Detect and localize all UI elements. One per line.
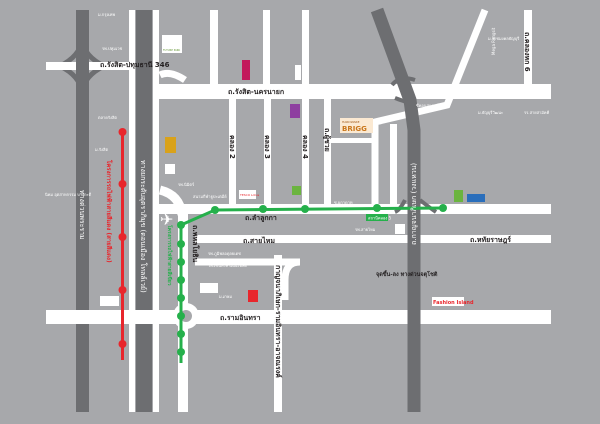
station-sign-label: สถานีคลอง 5: [368, 216, 392, 221]
tesco-logo-2: [200, 283, 218, 293]
road-v2: [263, 10, 270, 90]
fashion-island-logo: [432, 297, 464, 306]
place-rajamangala[interactable]: ม.ราชมงคลธัญบุรี: [488, 36, 520, 42]
airplane-icon: ✈: [160, 210, 173, 229]
place-stadium[interactable]: สนามกีฬาธูปะเตมีย์: [193, 194, 227, 200]
green-station[interactable]: [211, 206, 219, 214]
road-khlong2: [229, 95, 236, 210]
road-frontage-left: [129, 10, 135, 412]
brigg-logo: [340, 118, 373, 133]
place-rangsit-uni[interactable]: ม.รังสิต: [95, 147, 108, 152]
place-mega-rangsit[interactable]: Mega Rangsit: [491, 27, 496, 55]
makro-logo: [248, 290, 258, 302]
red-station[interactable]: [118, 180, 127, 188]
label-lamlukka: ถ.ลำลูกกา: [245, 214, 277, 223]
green-station[interactable]: [177, 276, 185, 284]
green-station[interactable]: [439, 204, 447, 212]
place-bhumibol-hospital[interactable]: รพ.ภูมิพลอดุลยเดช: [208, 251, 241, 257]
place-soi[interactable]: ซ.ผูกาดาท: [334, 200, 353, 206]
brigg-text: BRIGG: [342, 125, 367, 133]
brigg-top-text: HARDWARE: [342, 120, 360, 124]
green-station[interactable]: [301, 205, 309, 213]
label-expressway-left: ทางด่วนพระราม: [78, 190, 86, 240]
label-rangsit-nakhonnayok: ถ.รังสิต-นครนายก: [228, 88, 284, 96]
label-khlong2: คลอง 2: [228, 135, 236, 159]
fashion-island-text: Fashion Island: [433, 300, 474, 306]
seal-logo: [395, 224, 405, 234]
station-sign: [366, 214, 388, 221]
green-station[interactable]: [177, 330, 185, 338]
future-park-logo: [162, 35, 182, 53]
road-rangsit-nakhonnayok: [159, 84, 551, 99]
place-school[interactable]: รร.สายสามัคคี: [524, 110, 550, 115]
lotus-logo: [290, 104, 300, 118]
road-saimai: [195, 235, 551, 243]
label-green-line: โครงการรถไฟฟ้าสายสีเขียว: [166, 224, 173, 286]
road-khlong5: [390, 124, 397, 210]
homepro-logo: [454, 190, 463, 202]
road-khlong6: [524, 10, 532, 90]
label-tollway: ทางยกระดับอุตราภิมุข (ดอนเมือง โทลล์เวย์…: [139, 160, 148, 293]
green-station[interactable]: [177, 348, 185, 356]
road-ramintra: [46, 310, 551, 324]
green-station[interactable]: [177, 294, 185, 302]
place-industrial-estate[interactable]: นิคม อุตสาหกรรม บางกะดี: [45, 192, 92, 198]
place-seacon[interactable]: ซีคอนสแควร์: [416, 103, 440, 108]
place-nimit-hospital[interactable]: รพ.นิมิตร์: [178, 182, 195, 187]
place-hospital-2[interactable]: รพ.เซ็นทรัล แนนรอล์ด: [208, 262, 247, 268]
airline-logo: [100, 296, 119, 306]
place-krungthep-uni[interactable]: ม.กรุงเทพ: [98, 12, 115, 18]
place-rangsit-market[interactable]: ตลาดรังสิต: [98, 115, 117, 120]
shop-logo: [242, 60, 250, 80]
green-station[interactable]: [259, 205, 267, 213]
label-rangsit-pathum: ถ.รังสิต-ปทุมธานี 346: [100, 61, 170, 69]
place-patum-hospital[interactable]: รพ.ปทุมเวช: [102, 46, 122, 52]
tesco-logo: [239, 190, 256, 199]
green-station[interactable]: [373, 204, 381, 212]
red-station[interactable]: [118, 233, 127, 241]
tesco-logo-small: [295, 65, 301, 80]
green-station[interactable]: [177, 240, 185, 248]
places: ม.กรุงเทพ รพ.ปทุมเวช ตลาดรังสิต ม.รังสิต…: [45, 12, 550, 299]
future-park-text: FUTURE PARK: [163, 48, 181, 52]
red-line-stations: [118, 128, 127, 348]
label-khlong4: คลอง 4: [301, 135, 309, 159]
major-logo: [165, 137, 176, 153]
road-khlong4: [302, 10, 309, 210]
label-saimai: ถ.สายไหม: [243, 236, 275, 245]
red-line: [121, 132, 124, 360]
green-line-stations: [177, 204, 447, 356]
red-station[interactable]: [118, 128, 127, 136]
label-kanchanaphisek-ramintra: กาญจนาภิเษก-รามอินทรา-อาจณรงค์: [274, 265, 283, 378]
road-kanchanaphisek-ramintra: [274, 255, 282, 412]
label-hathairat: ถ.หทัยราษฎร์: [470, 235, 511, 244]
label-khlong3: คลอง 3: [263, 135, 271, 159]
z-logo: [165, 164, 175, 174]
place-university[interactable]: ม.ธัญบุรีวัฒนะ: [478, 110, 503, 116]
home-logo: [292, 186, 301, 195]
road-phuchao: [324, 95, 331, 210]
green-station[interactable]: [177, 312, 185, 320]
label-red-line: โครงการรถไฟฟ้าสายสีแดง (สายสีแดง): [105, 159, 113, 263]
global-house-logo: [467, 194, 485, 202]
label-phuchao: ถ.ผู้ชวย: [322, 128, 332, 152]
red-station[interactable]: [118, 286, 127, 294]
place-kasem-uni[interactable]: ม.เกษม: [219, 294, 232, 299]
red-station[interactable]: [118, 340, 127, 348]
interchange-ramps: [58, 39, 106, 93]
green-station[interactable]: [177, 221, 185, 229]
label-interchange: จุดขึ้น-ลง ทางด่วนจตุโชติ: [376, 269, 438, 278]
label-kanchanaphisek: ถ.กาญจนาภิเษก (วงแหวน): [410, 163, 418, 245]
label-ramintra: ถ.รามอินทรา: [220, 314, 261, 322]
road-soi: [330, 138, 375, 143]
road-v1: [210, 10, 218, 90]
tesco-text: TESCO Lotus: [239, 193, 260, 197]
label-khlong6: ถ.คลองหก 6: [523, 32, 531, 72]
road-khlong3: [264, 95, 271, 210]
road-frontage-right: [153, 10, 159, 412]
label-phahonyothin: ถ.พหลโยธิน: [191, 225, 200, 263]
road-kanchanaphisek: [370, 7, 421, 412]
green-station[interactable]: [177, 258, 185, 266]
place-saimai-hospital[interactable]: รพ.สายไหม: [355, 227, 376, 232]
